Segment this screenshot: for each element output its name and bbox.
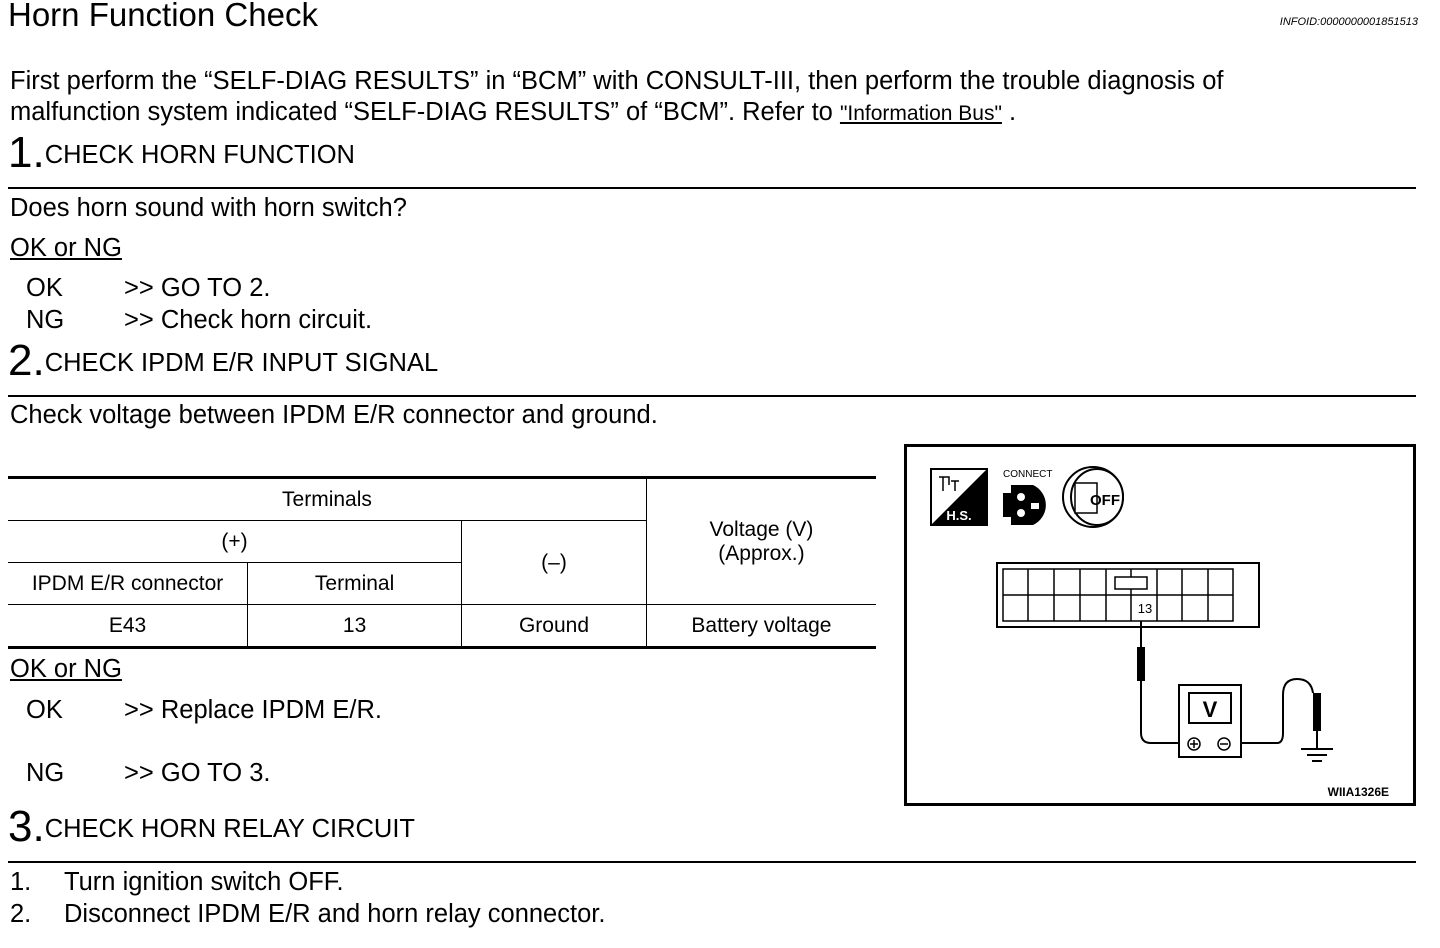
- result-action-ok: >> Replace IPDM E/R.: [124, 696, 382, 724]
- step-number: 1.: [8, 128, 45, 177]
- list-item: Disconnect IPDM E/R and horn relay conne…: [64, 900, 606, 928]
- intro-line-2: malfunction system indicated “SELF-DIAG …: [10, 98, 1017, 126]
- figure-code: WIIA1326E: [1327, 785, 1389, 799]
- info-id: INFOID:0000000001851513: [1279, 16, 1418, 28]
- ok-or-ng-label: OK or NG: [10, 655, 122, 683]
- ground-icon: [1301, 748, 1333, 762]
- step-number: 2.: [8, 336, 45, 385]
- hand-switch-icon: H.S.: [930, 468, 988, 526]
- header-minus: (–): [461, 520, 647, 605]
- intro-line-1: First perform the “SELF-DIAG RESULTS” in…: [10, 67, 1224, 95]
- step-2-heading: 2.CHECK IPDM E/R INPUT SIGNAL: [8, 336, 438, 386]
- connect-icon: CONNECT: [1003, 469, 1052, 525]
- table-row: E43 13 Ground Battery voltage: [8, 604, 876, 649]
- divider: [8, 395, 1416, 397]
- step-title: CHECK HORN FUNCTION: [44, 141, 355, 169]
- svg-text:OFF: OFF: [1090, 492, 1120, 509]
- svg-text:H.S.: H.S.: [946, 508, 971, 523]
- result-key-ng: NG: [26, 306, 65, 334]
- step-title: CHECK IPDM E/R INPUT SIGNAL: [44, 349, 439, 377]
- step-3-heading: 3.CHECK HORN RELAY CIRCUIT: [8, 802, 415, 852]
- svg-text:V: V: [1203, 697, 1218, 722]
- cell-minus: Ground: [461, 604, 647, 649]
- step-1-heading: 1.CHECK HORN FUNCTION: [8, 128, 355, 178]
- svg-text:CONNECT: CONNECT: [1003, 469, 1052, 480]
- voltmeter-icon: V: [1178, 684, 1242, 758]
- voltage-check-table: Terminals Voltage (V) (Approx.) (+) (–) …: [8, 476, 876, 649]
- divider: [8, 861, 1416, 863]
- list-item-number: 2.: [10, 900, 32, 928]
- header-terminals: Terminals: [8, 476, 647, 521]
- page-title: Horn Function Check: [8, 0, 318, 33]
- step-number: 3.: [8, 802, 45, 851]
- svg-text:13: 13: [1138, 601, 1152, 616]
- result-key-ok: OK: [26, 274, 63, 302]
- result-key-ok: OK: [26, 696, 63, 724]
- step-title: CHECK HORN RELAY CIRCUIT: [44, 815, 415, 843]
- ok-or-ng-label: OK or NG: [10, 234, 122, 262]
- diagram-graphic: H.S. CONNECT OFF: [930, 466, 1333, 762]
- information-bus-link[interactable]: "Information Bus": [839, 102, 1002, 125]
- ignition-off-icon: OFF: [1062, 466, 1124, 528]
- header-voltage: Voltage (V) (Approx.): [645, 476, 876, 605]
- header-plus: (+): [8, 520, 463, 563]
- step-1-question: Does horn sound with horn switch?: [10, 194, 407, 222]
- ipdm-connector-icon: 13: [996, 562, 1260, 628]
- step-2-instruction: Check voltage between IPDM E/R connector…: [10, 401, 658, 429]
- cell-connector: E43: [8, 604, 249, 649]
- header-terminal: Terminal: [247, 562, 462, 605]
- list-item-number: 1.: [10, 868, 32, 896]
- result-action-ng: >> GO TO 3.: [124, 759, 271, 787]
- cell-voltage: Battery voltage: [645, 604, 876, 649]
- result-key-ng: NG: [26, 759, 65, 787]
- wiring-diagram: H.S. CONNECT OFF: [904, 444, 1416, 806]
- cell-terminal: 13: [247, 604, 463, 649]
- result-action-ng: >> Check horn circuit.: [124, 306, 373, 334]
- intro-paragraph: First perform the “SELF-DIAG RESULTS” in…: [10, 66, 1416, 129]
- probe-wires: [1137, 621, 1321, 749]
- result-action-ok: >> GO TO 2.: [124, 274, 271, 302]
- header-connector: IPDM E/R connector: [8, 562, 249, 605]
- divider: [8, 187, 1416, 189]
- list-item: Turn ignition switch OFF.: [64, 868, 344, 896]
